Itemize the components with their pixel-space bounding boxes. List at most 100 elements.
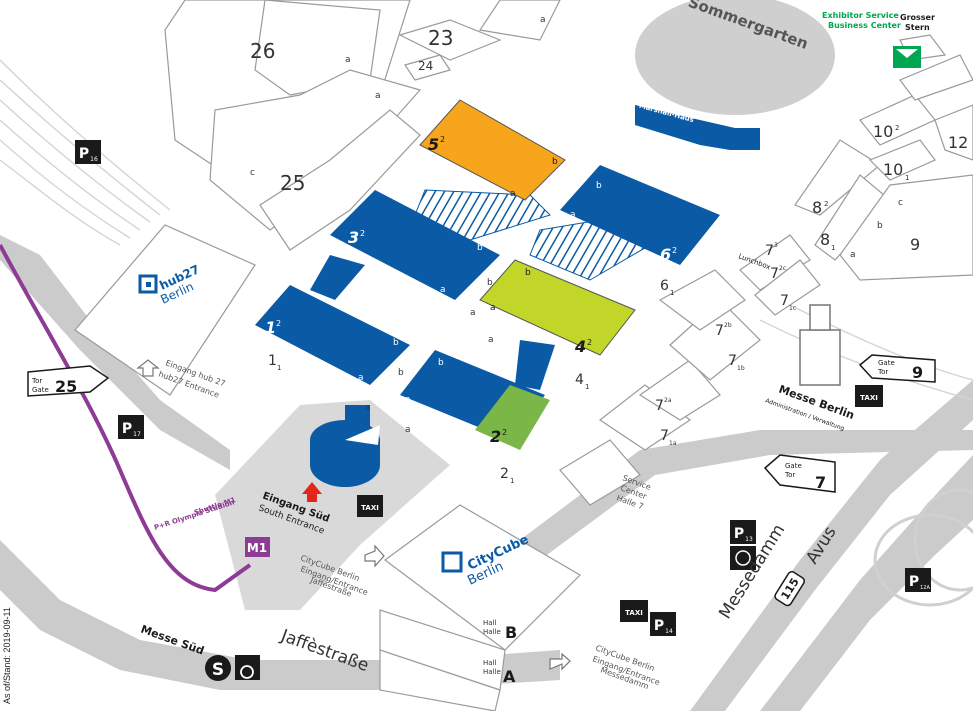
svg-text:Gate: Gate	[785, 462, 802, 470]
messe-berlin-tower	[799, 304, 841, 386]
grosser-stern-label: Stern	[905, 23, 930, 32]
svg-text:a: a	[470, 308, 476, 318]
svg-text:a: a	[490, 303, 496, 313]
south-plaza	[215, 400, 450, 610]
parking-icon-p17: P 17	[118, 415, 144, 439]
hall-a-letter: A	[503, 667, 516, 686]
taxi-icon: TAXI	[357, 495, 383, 517]
svg-text:P: P	[909, 574, 919, 590]
svg-text:b: b	[393, 338, 399, 348]
hall-24-label: 24	[418, 59, 433, 73]
hall-9-label: 9	[910, 235, 920, 254]
svg-text:a: a	[405, 395, 411, 405]
svg-text:a: a	[375, 91, 381, 101]
svg-text:2: 2	[360, 229, 365, 238]
ev-charging-icon	[730, 546, 756, 570]
sommergarten-area	[635, 0, 835, 115]
connector-blue-2	[515, 340, 555, 390]
hall-a-label: Hall	[483, 659, 496, 667]
circles	[873, 488, 973, 607]
hall-23-label: 23	[428, 26, 453, 50]
south-entrance-arrow	[302, 482, 322, 502]
svg-text:TAXI: TAXI	[625, 609, 643, 617]
hall-7-3-label: 7	[765, 243, 774, 259]
exhibitor-service-label: Exhibitor Service	[822, 11, 899, 20]
hall-b-label: Halle	[483, 628, 501, 636]
svg-text:Gate: Gate	[32, 386, 49, 394]
hall-2-2[interactable]	[475, 385, 550, 450]
map-date-stamp: As of/Stand: 2019-09-11	[2, 607, 12, 704]
parking-icon-p12a: P 12A	[905, 568, 931, 592]
svg-text:TAXI: TAXI	[361, 504, 379, 512]
hall-6-2-label: 6	[660, 245, 671, 264]
hall-7-2a-label: 7	[655, 398, 664, 414]
hall-26-label: 26	[250, 39, 275, 63]
svg-text:1: 1	[670, 289, 674, 297]
parking-icon-p16: P 16	[75, 140, 101, 164]
svg-text:2: 2	[824, 200, 828, 208]
hall-3-2-label: 3	[348, 228, 359, 247]
taxi-icon: TAXI	[620, 600, 648, 622]
svg-text:b: b	[552, 157, 558, 167]
svg-text:2c: 2c	[779, 265, 786, 272]
svg-text:2: 2	[672, 246, 677, 255]
svg-text:TAXI: TAXI	[860, 394, 878, 402]
svg-text:c: c	[898, 198, 903, 208]
hall-7-2b-label: 7	[715, 323, 724, 339]
hall-25-label: 25	[280, 171, 305, 195]
svg-text:b: b	[398, 368, 404, 378]
svg-text:a: a	[488, 335, 494, 345]
hall-2-2-label: 2	[490, 427, 501, 446]
svg-text:7: 7	[815, 473, 826, 492]
svg-text:12A: 12A	[920, 585, 930, 591]
autobahn-115-icon: 115	[774, 571, 806, 607]
hall-4-2[interactable]	[479, 259, 636, 356]
outline-buildings	[74, 0, 973, 711]
svg-text:1: 1	[277, 364, 281, 372]
svg-text:a: a	[365, 403, 371, 413]
svg-text:Tor: Tor	[877, 368, 888, 376]
hall-1-2-label: 1	[265, 318, 276, 337]
svg-text:a: a	[440, 285, 446, 295]
svg-text:P: P	[654, 618, 664, 634]
svg-text:13: 13	[745, 536, 753, 543]
hall-7-1a-label: 7	[660, 428, 669, 444]
svg-text:c: c	[250, 168, 255, 178]
shuttle-route	[0, 244, 252, 593]
s-bahn-icon: S	[205, 655, 231, 681]
svg-text:a: a	[570, 210, 576, 220]
svg-text:2: 2	[587, 338, 592, 347]
svg-text:2b: 2b	[724, 322, 732, 329]
hall-1-2[interactable]	[255, 285, 410, 385]
hall-5-2[interactable]	[419, 99, 566, 201]
hall-4-1-label: 4	[575, 372, 584, 388]
svg-text:2a: 2a	[664, 397, 672, 404]
svg-text:Tor: Tor	[784, 471, 795, 479]
svg-text:Gate: Gate	[878, 359, 895, 367]
svg-text:P: P	[122, 421, 132, 437]
svg-text:S: S	[212, 660, 224, 680]
svg-text:b: b	[477, 243, 483, 253]
svg-text:17: 17	[133, 431, 141, 438]
hall-1-1-label: 1	[268, 353, 277, 369]
hall-2-1-label: 2	[500, 466, 509, 482]
hall-6-2[interactable]	[560, 165, 720, 265]
hall-7-1c-label: 7	[780, 293, 789, 309]
svg-text:a: a	[540, 15, 546, 25]
svg-text:b: b	[525, 268, 531, 278]
svg-text:1c: 1c	[789, 305, 796, 312]
svg-text:2: 2	[895, 124, 899, 132]
connector-5-3	[414, 189, 551, 241]
svg-text:2: 2	[502, 428, 507, 437]
hall-10-2-label: 10	[873, 122, 893, 141]
hall-6-1-label: 6	[660, 278, 669, 294]
svg-text:25: 25	[55, 377, 77, 396]
svg-text:2: 2	[276, 319, 281, 328]
svg-text:Tor: Tor	[31, 377, 42, 385]
hall-7-2c-label: 7	[770, 266, 779, 282]
svg-text:1: 1	[510, 477, 514, 485]
svg-text:a: a	[850, 250, 856, 260]
arrow-icon	[136, 359, 571, 671]
hall-3-2[interactable]	[330, 190, 500, 300]
gate-9-sign: Gate Tor 9	[858, 354, 936, 383]
